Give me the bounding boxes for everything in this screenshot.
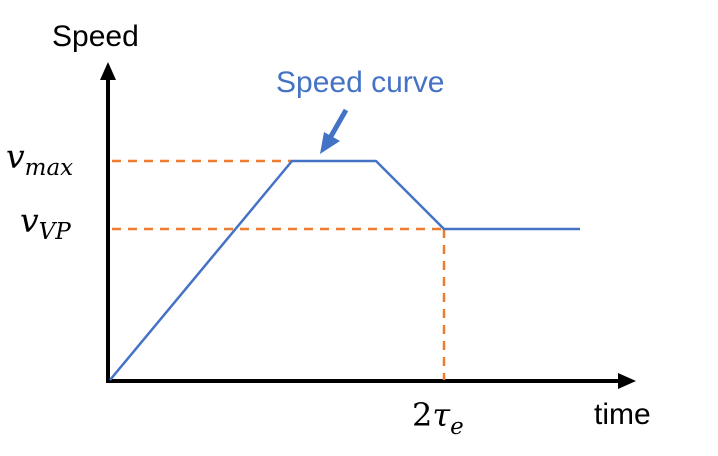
v-vp-symbol: v bbox=[20, 201, 39, 240]
y-axis-arrowhead bbox=[100, 62, 116, 80]
x-axis-label: time bbox=[594, 398, 651, 431]
time-mark-coefficient: 2 bbox=[412, 396, 432, 434]
v-vp-label: vVP bbox=[20, 201, 71, 245]
y-axis-label: Speed bbox=[52, 20, 139, 53]
v-max-label: vmax bbox=[6, 137, 73, 181]
v-max-subscript: max bbox=[25, 155, 74, 181]
speed-curve-pointer-head bbox=[320, 132, 340, 154]
v-max-symbol: v bbox=[6, 137, 25, 176]
speed-curve-pointer bbox=[327, 108, 349, 140]
v-vp-subscript: VP bbox=[39, 219, 72, 245]
time-mark-symbol: τ bbox=[432, 396, 451, 434]
time-mark-label: 2τe bbox=[412, 396, 464, 440]
x-axis-arrowhead bbox=[618, 373, 636, 389]
speed-curve bbox=[109, 159, 580, 381]
speed-curve-label: Speed curve bbox=[276, 66, 444, 99]
time-mark-subscript: e bbox=[450, 414, 464, 440]
